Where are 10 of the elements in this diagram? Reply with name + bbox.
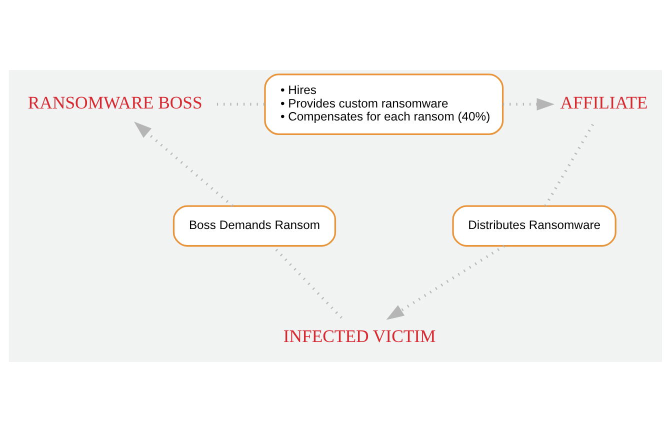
arrow (134, 121, 234, 207)
node-text: RANSOMWARE BOSS (28, 92, 202, 112)
arrow (502, 98, 555, 110)
node-box: Boss Demands Ransom (172, 204, 336, 246)
node-box: • Hires • Provides custom ransomware • Compensates for each ransom (40%) (264, 73, 504, 134)
arrow (386, 244, 506, 320)
node-box: Distributes Ransomware (452, 204, 616, 246)
node-text: INFECTED VICTIM (283, 325, 436, 346)
connector (544, 123, 594, 206)
node-text: AFFILIATE (560, 92, 648, 112)
